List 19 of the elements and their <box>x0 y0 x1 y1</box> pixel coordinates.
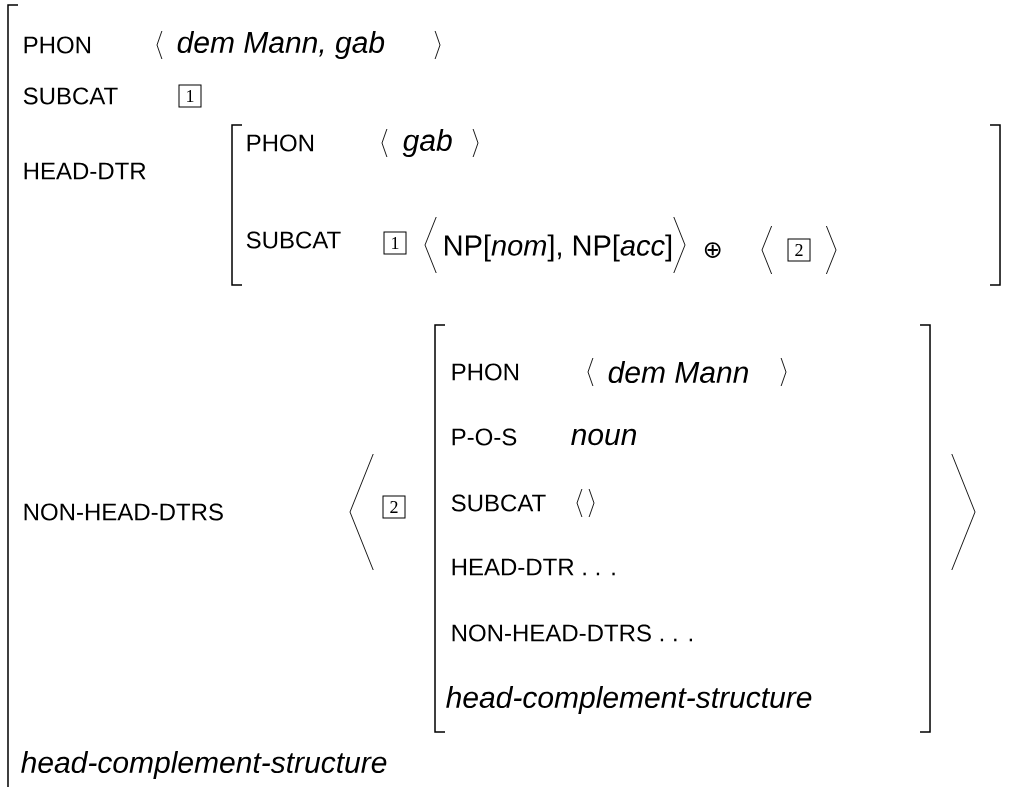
feature-value: gab <box>402 129 452 157</box>
tag-box: 2 <box>787 238 811 262</box>
tag-box: 1 <box>383 231 407 255</box>
feature-name: PHON <box>452 363 519 381</box>
feature-name: SUBCAT <box>451 494 546 512</box>
feature-name: HEAD-DTR <box>24 162 146 180</box>
feature-name: PHON <box>247 134 314 152</box>
category-label: NP[nom], NP[acc] <box>445 234 672 262</box>
tag-box: 2 <box>382 495 406 519</box>
operator-symbol: ⊕ <box>704 242 721 258</box>
feature-name: NON-HEAD-DTRS <box>24 503 223 521</box>
tag-box: 1 <box>178 84 202 108</box>
type-label: head-complement-structure <box>446 686 812 714</box>
feature-name: NON-HEAD-DTRS . . . <box>452 624 692 642</box>
feature-value: noun <box>571 428 636 446</box>
feature-name: HEAD-DTR . . . <box>452 558 615 576</box>
type-label: head-complement-structure <box>21 751 387 779</box>
feature-value: dem Mann, gab <box>177 31 385 59</box>
feature-name: SUBCAT <box>23 87 118 105</box>
